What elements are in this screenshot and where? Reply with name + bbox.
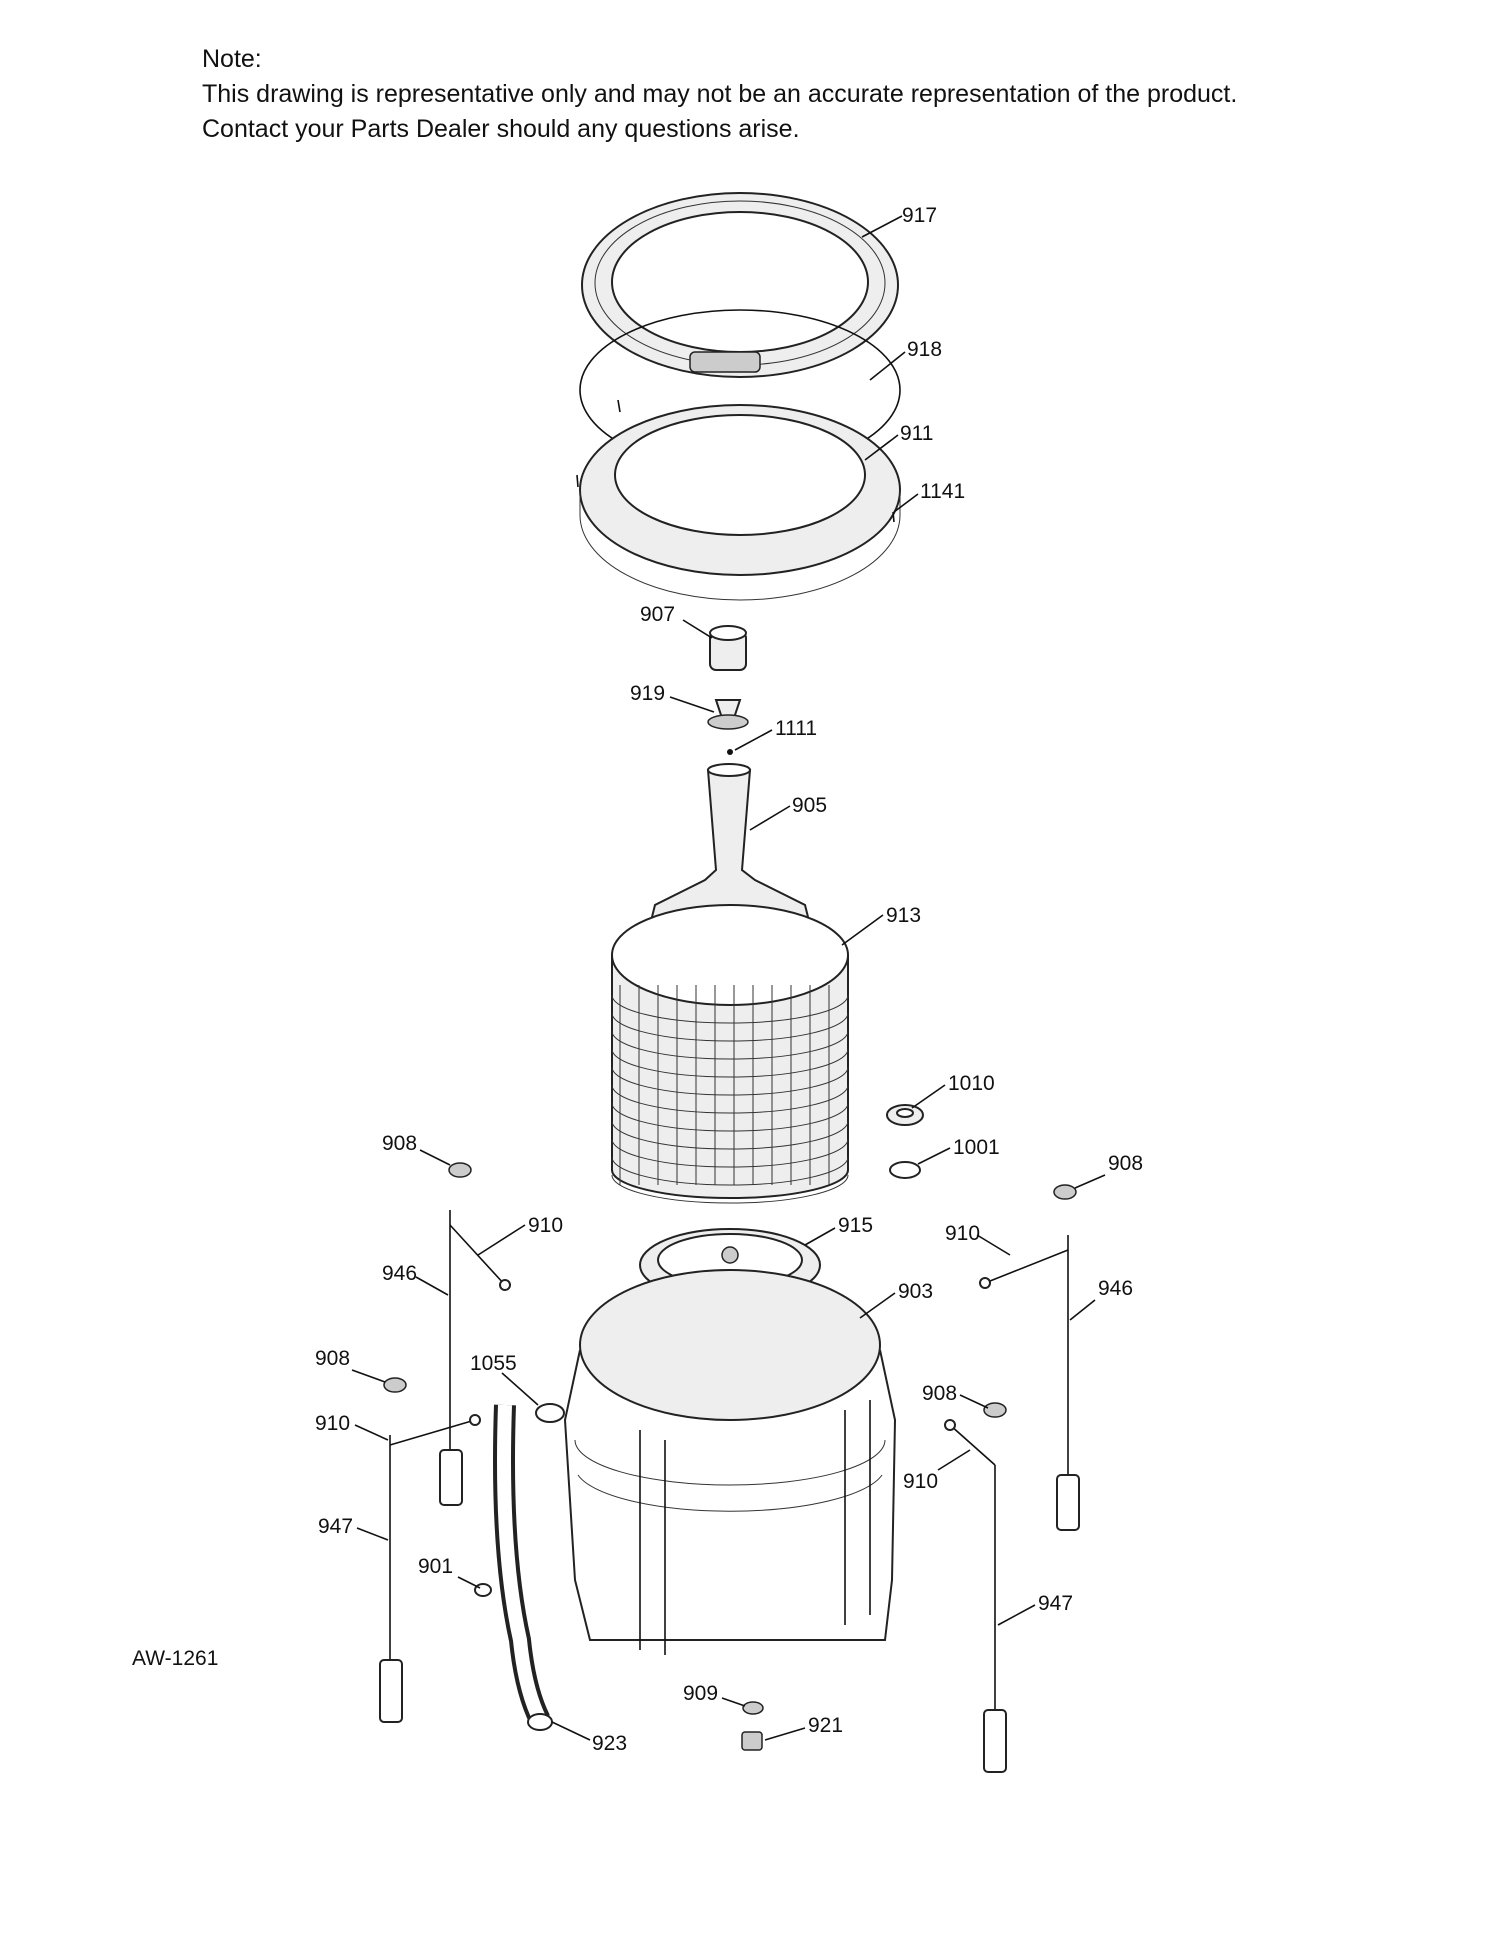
label-947-right: 947 bbox=[1038, 1592, 1073, 1615]
part-1111-screw bbox=[727, 749, 733, 755]
label-947-left: 947 bbox=[318, 1515, 353, 1538]
label-946-left: 946 bbox=[382, 1262, 417, 1285]
disclaimer-note: Note: This drawing is representative onl… bbox=[202, 42, 1237, 147]
part-917-tub-cover bbox=[581, 192, 899, 378]
label-909: 909 bbox=[683, 1682, 718, 1705]
label-910-top-right: 910 bbox=[945, 1222, 980, 1245]
label-911: 911 bbox=[900, 422, 933, 445]
part-947-rod-left bbox=[379, 1435, 403, 1723]
leader-lines bbox=[351, 215, 1106, 1741]
label-923: 923 bbox=[592, 1732, 627, 1755]
label-918: 918 bbox=[907, 338, 942, 361]
label-915: 915 bbox=[838, 1214, 873, 1237]
part-908-cap-top-right bbox=[1053, 1184, 1077, 1200]
part-910-arm-mid-left bbox=[389, 1414, 481, 1446]
label-910-mid-right: 910 bbox=[903, 1470, 938, 1493]
label-946-right: 946 bbox=[1098, 1277, 1133, 1300]
label-910-mid-left: 910 bbox=[315, 1412, 350, 1435]
part-913-basket bbox=[611, 904, 849, 1204]
part-923-drain-hose bbox=[493, 1404, 553, 1731]
note-heading: Note: bbox=[202, 45, 262, 73]
part-921-bushing bbox=[741, 1731, 763, 1751]
part-1010-nut bbox=[886, 1104, 924, 1126]
label-910-top-left: 910 bbox=[528, 1214, 563, 1237]
part-946-rod-left bbox=[439, 1210, 463, 1506]
label-913: 913 bbox=[886, 904, 921, 927]
part-905-post bbox=[648, 763, 812, 926]
note-line-2: Contact your Parts Dealer should any que… bbox=[202, 115, 800, 143]
part-907-bushing bbox=[709, 625, 747, 671]
part-1141-screws bbox=[576, 399, 895, 523]
label-908-mid-right: 908 bbox=[922, 1382, 957, 1405]
part-910-arm-top-left bbox=[449, 1224, 511, 1291]
label-903: 903 bbox=[898, 1280, 933, 1303]
part-903-outer-tub bbox=[563, 1269, 897, 1655]
label-1111: 1111 bbox=[775, 717, 817, 740]
label-908-mid-left: 908 bbox=[315, 1347, 350, 1370]
label-917: 917 bbox=[902, 204, 937, 227]
part-909-seal bbox=[742, 1701, 764, 1715]
part-908-cap-mid-left bbox=[383, 1377, 407, 1393]
part-1055-clamp bbox=[535, 1403, 565, 1423]
drawing-code: AW-1261 bbox=[132, 1647, 218, 1670]
part-910-arm-top-right bbox=[979, 1249, 1069, 1289]
label-1141: 1141 bbox=[920, 480, 965, 503]
part-910-arm-mid-right bbox=[944, 1419, 996, 1466]
note-line-1: This drawing is representative only and … bbox=[202, 80, 1238, 108]
label-908-top-left: 908 bbox=[382, 1132, 417, 1155]
label-1010: 1010 bbox=[948, 1072, 995, 1095]
part-946-rod-right bbox=[1056, 1235, 1080, 1531]
label-905: 905 bbox=[792, 794, 827, 817]
part-1001-washer bbox=[889, 1161, 921, 1179]
label-901: 901 bbox=[418, 1555, 453, 1578]
label-1001: 1001 bbox=[953, 1136, 1000, 1159]
label-908-top-right: 908 bbox=[1108, 1152, 1143, 1175]
label-1055: 1055 bbox=[470, 1352, 517, 1375]
part-947-rod-right bbox=[983, 1465, 1007, 1773]
part-911-balance-ring bbox=[579, 404, 901, 601]
label-907: 907 bbox=[640, 603, 675, 626]
part-901-clamp bbox=[474, 1583, 492, 1597]
label-919: 919 bbox=[630, 682, 665, 705]
part-919-cap bbox=[707, 699, 749, 730]
label-921: 921 bbox=[808, 1714, 843, 1737]
part-908-cap-top-left bbox=[448, 1162, 472, 1178]
part-908-cap-mid-right bbox=[983, 1402, 1007, 1418]
